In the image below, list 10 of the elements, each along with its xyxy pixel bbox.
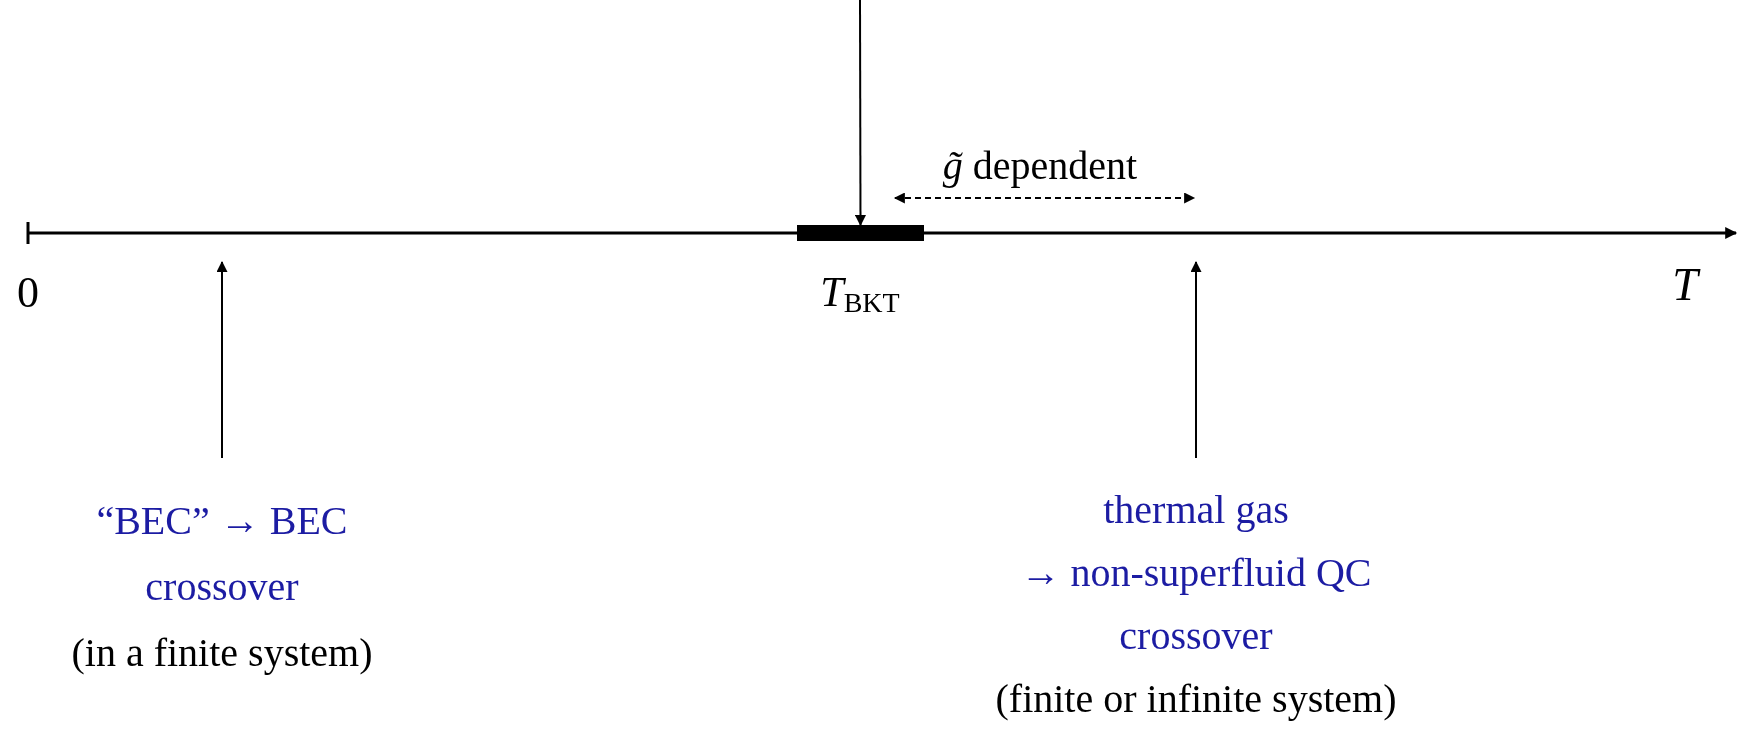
axis-label: 0 xyxy=(17,266,39,318)
arrow xyxy=(1190,260,1202,459)
transition-text: thermal gas → non-superfluid QC crossover xyxy=(1019,486,1373,660)
range-label: g̃ dependent xyxy=(942,141,1138,189)
arrow xyxy=(216,260,228,459)
note-text: (finite or infinite system) xyxy=(995,675,1397,723)
arrow xyxy=(855,0,866,227)
note-text: (in a finite system) xyxy=(71,629,373,677)
transition-text: “BEC” → BEC crossover xyxy=(95,497,349,611)
temperature-label: T$_{BKT}$ xyxy=(820,267,900,319)
